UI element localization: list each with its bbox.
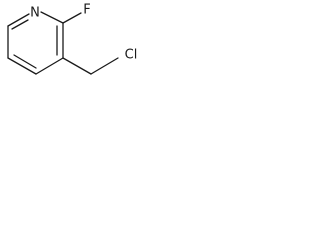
bond-ch2-cl	[90, 57, 119, 75]
bond-c5-c4	[7, 57, 37, 75]
nitrogen-atom-label: N	[30, 6, 40, 21]
bond-c3-ch2	[62, 57, 92, 75]
bond-n1-c6-inner	[11, 19, 29, 30]
bond-c2-n1	[40, 11, 64, 24]
fluorine-atom-label: F	[83, 3, 90, 18]
bond-n1-c6	[7, 13, 30, 27]
chemical-structure-diagram: N F Cl	[7, 3, 138, 75]
bond-c2-f	[62, 12, 82, 24]
bond-c4-c3	[35, 57, 64, 75]
pyridine-ring	[7, 11, 64, 75]
chlorine-atom-label: Cl	[125, 48, 138, 63]
bond-c5-c4-inner	[13, 54, 37, 69]
